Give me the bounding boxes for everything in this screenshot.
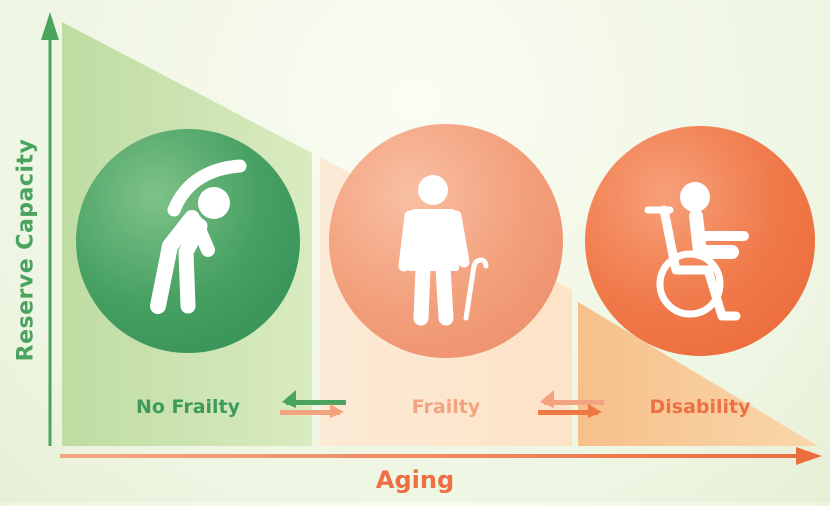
- x-axis-title: Aging: [375, 466, 455, 494]
- wheelchair-user-icon: [644, 182, 749, 321]
- elderly-person-with-cane-icon: [398, 175, 489, 326]
- y-axis: [41, 12, 59, 446]
- stage-label-frailty: Frailty: [411, 396, 481, 418]
- transition-arrows-icon: [538, 390, 604, 418]
- stage-label-no-frailty: No Frailty: [135, 396, 241, 418]
- disability-zone: [578, 302, 818, 446]
- y-axis-title: Reserve Capacity: [13, 138, 39, 362]
- transition-arrows-icon: [280, 390, 346, 418]
- x-axis: [60, 447, 822, 465]
- stretching-person-icon: [150, 159, 247, 314]
- stage-label-disability: Disability: [649, 396, 751, 418]
